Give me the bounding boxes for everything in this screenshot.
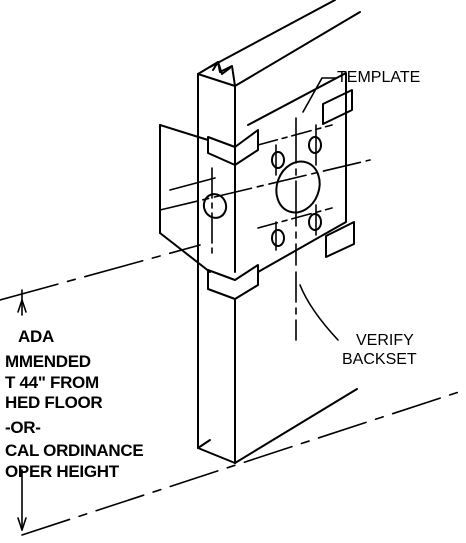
screw-hole-bottom-left [271, 229, 285, 247]
template-leader [302, 77, 337, 113]
height-note-line-5: -OR- [5, 418, 41, 437]
screw-hole-top-right [308, 136, 322, 154]
template-tab-bottom-left [207, 264, 259, 300]
template-tab-bottom-right [325, 221, 355, 258]
screw-hole-bottom-right [308, 213, 322, 231]
height-note-line-7: OPER HEIGHT [5, 462, 120, 481]
height-note-line-2: MMENDED [5, 352, 91, 371]
screw-hole-top-left [271, 151, 285, 169]
height-note-line-6: CAL ORDINANCE [5, 441, 143, 460]
height-note-line-4: HED FLOOR [5, 393, 102, 412]
height-note-line-3: T 44" FROM [5, 373, 99, 392]
centerlines [159, 117, 371, 266]
template-holes [202, 136, 322, 247]
label-verify: VERIFY [356, 332, 414, 349]
template-tab-top-right [322, 89, 353, 125]
label-backset: BACKSET [342, 351, 417, 368]
template-tab-top-left [207, 129, 259, 166]
height-note-line-1: ADA [18, 327, 54, 346]
door-slab [197, 0, 361, 464]
labels: TEMPLATE VERIFY BACKSET ADA MMENDED T 44… [5, 69, 420, 481]
label-template: TEMPLATE [337, 69, 420, 86]
face-bore-hole [275, 160, 321, 214]
height-dimension [0, 244, 466, 536]
template-sheet [159, 72, 355, 300]
edge-bore-hole [202, 193, 228, 219]
backset-dimension [295, 271, 339, 341]
